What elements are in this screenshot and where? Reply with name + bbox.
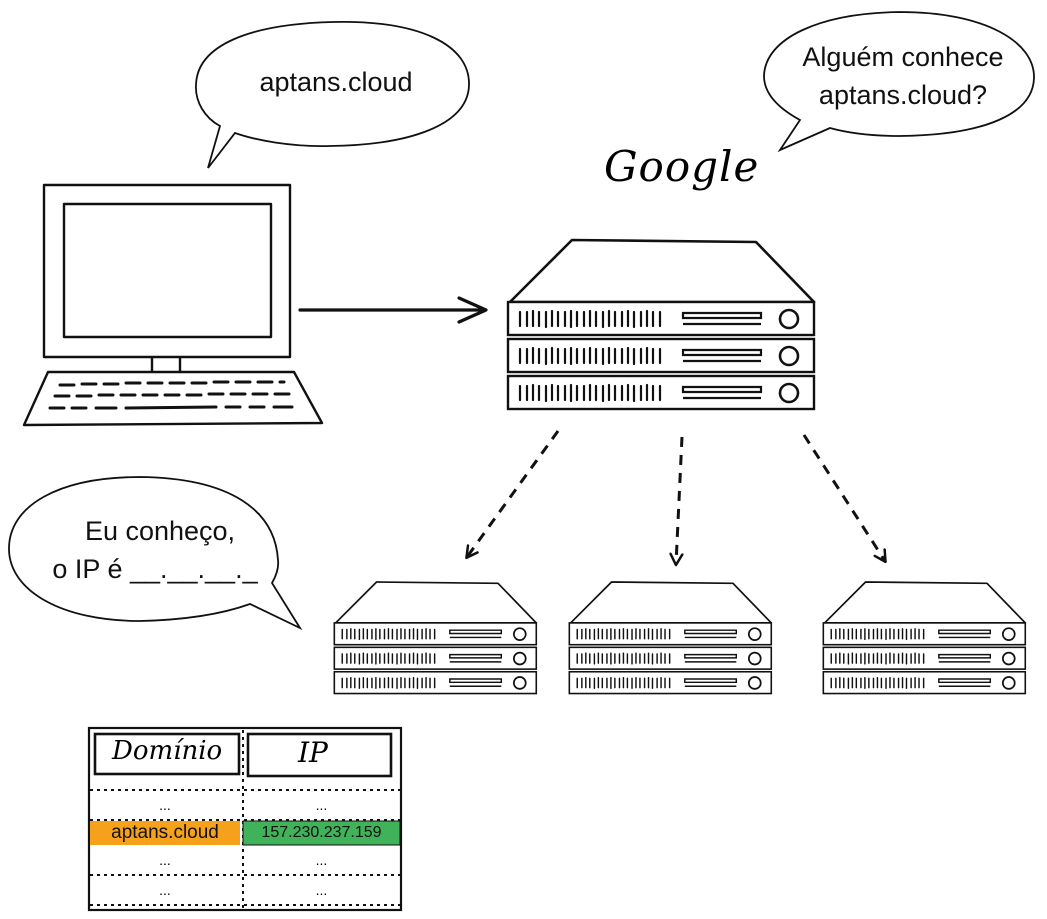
server-rack-icon xyxy=(823,582,1025,694)
dashed-arrow-center xyxy=(676,436,682,564)
answer-line-1: Eu conheço, xyxy=(84,516,236,546)
resolver-question-text: Alguém conhece aptans.cloud? xyxy=(778,38,1028,114)
table-row-4-domain: ... xyxy=(159,882,171,898)
server-rack-icon xyxy=(334,582,536,694)
domain-highlight xyxy=(90,821,240,845)
client-speech-bubble xyxy=(195,21,470,169)
resolver-question-content: Alguém conhece aptans.cloud? xyxy=(802,42,1004,110)
table-row-4-ip: ... xyxy=(315,882,328,898)
table-row-2-domain: aptans.cloud xyxy=(111,822,219,843)
google-label: Google xyxy=(604,142,760,191)
server-rack-icon xyxy=(569,582,771,694)
table-row-1-domain: ... xyxy=(159,797,171,813)
table-row-3-ip: ... xyxy=(315,852,328,868)
header-ip-cell xyxy=(246,732,393,778)
computer-icon xyxy=(22,183,324,427)
ip-highlight xyxy=(242,820,401,846)
dashed-arrow-right xyxy=(802,434,885,561)
table-row-1-ip: ... xyxy=(315,797,328,813)
server-rack-icon xyxy=(508,240,814,409)
answer-speech-bubble xyxy=(8,476,303,631)
client-query-text: aptans.cloud xyxy=(259,67,413,97)
table-row-2-ip: 157.230.237.159 xyxy=(261,824,382,841)
table-row-3-domain: ... xyxy=(159,852,171,868)
header-ip-label: IP xyxy=(298,736,328,769)
header-domain-label: Domínio xyxy=(112,736,223,766)
dashed-arrow-left xyxy=(467,430,560,557)
answer-line-2: o IP é __.__.__._ xyxy=(52,554,258,584)
header-domain-cell xyxy=(93,732,241,776)
dns-table xyxy=(87,726,403,912)
resolver-speech-bubble xyxy=(763,11,1035,153)
